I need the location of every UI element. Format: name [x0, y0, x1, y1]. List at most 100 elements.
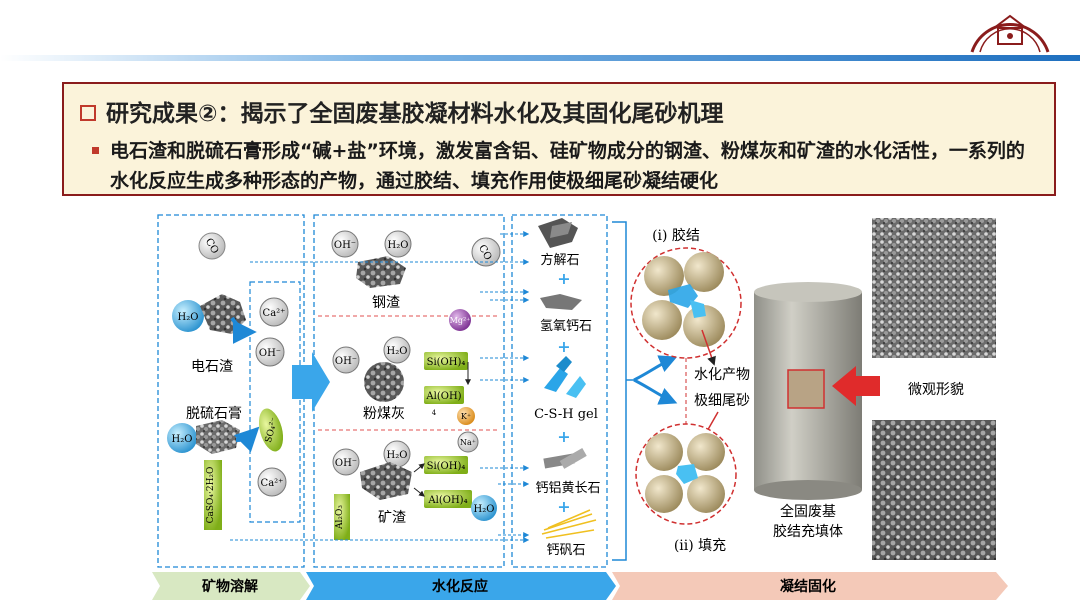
ca-label: Ca²⁺	[263, 308, 286, 319]
gehlenite-crystal	[543, 448, 586, 469]
oh-ion	[256, 338, 284, 366]
micro-arrow	[832, 366, 880, 406]
so4-ion	[255, 406, 288, 454]
filling-label: (ii) 填充	[674, 538, 726, 554]
sem-image-bottom	[872, 420, 996, 560]
checkbox-icon	[80, 105, 96, 121]
h2o-label-h3: H₂O	[387, 450, 408, 461]
hydration-product-label: 水化产物	[694, 367, 750, 383]
finding-body: 电石渣和脱硫石膏形成“碱+盐”环境，激发富含铝、硅矿物成分的钢渣、粉煤灰和矿渣的…	[110, 136, 1040, 196]
carbide-slag-label: 电石渣	[191, 359, 233, 375]
sample-region-marker	[788, 370, 824, 408]
sem-image-top	[872, 218, 996, 358]
ettringite-crystal	[542, 510, 596, 538]
sioh-box-2	[424, 456, 468, 474]
plus-icon: +	[557, 427, 570, 446]
sioh-label-2: Si(OH)₄	[427, 461, 466, 472]
finding-body-text: 电石渣和脱硫石膏形成“碱+盐”环境，激发富含铝、硅矿物成分的钢渣、粉煤灰和矿渣的…	[110, 140, 1025, 192]
micro-morphology-label: 微观形貌	[908, 382, 964, 398]
oh-label-h3: OH⁻	[335, 458, 357, 469]
finding-title: 研究成果②：揭示了全固废基胶凝材料水化及其固化尾砂机理	[80, 94, 723, 128]
h2o-bubble-2	[167, 423, 197, 453]
product-ettringite: 钙矾石	[546, 543, 585, 558]
backfill-cylinder	[754, 282, 862, 500]
co2-label: CO	[203, 237, 220, 256]
finding-title-text: 研究成果②：揭示了全固废基胶凝材料水化及其固化尾砂机理	[106, 101, 723, 127]
ca-ion	[260, 298, 288, 326]
h2o-label-2: H₂O	[172, 434, 193, 445]
gypsum-label: 脱硫石膏	[186, 405, 242, 422]
k-ion	[457, 407, 475, 425]
gypsum-formula-bar	[204, 460, 222, 530]
oh-label-h1: OH⁻	[334, 240, 356, 251]
product-csh-gel: C-S-H gel	[534, 407, 598, 422]
calcite-crystal	[538, 218, 578, 248]
gypsum-particle	[196, 420, 240, 454]
oh-ion-h3	[333, 449, 359, 475]
plus-icon: +	[557, 337, 570, 356]
h2o-ion-h1	[385, 231, 411, 257]
fly-ash-particle	[364, 362, 404, 402]
mg-label: Mg²⁺	[450, 316, 471, 325]
so4-label: SO₄²⁻	[264, 416, 280, 443]
plus-icon: +	[557, 269, 570, 288]
stage-label-hydration: 水化反应	[432, 578, 488, 595]
na-label: Na⁺	[460, 438, 476, 447]
h2o-label-h4: H₂O	[474, 504, 495, 515]
aloh-sub-1: 4	[432, 409, 437, 417]
h2o-label: H₂O	[178, 312, 199, 323]
portlandite-crystal	[540, 294, 582, 310]
cementing-label: (i) 胶结	[652, 227, 700, 244]
mg-ion	[449, 309, 471, 331]
oh-label-h2: OH⁻	[335, 356, 357, 367]
al2o3-label: Al₂O₃	[335, 505, 345, 530]
ca-label-2: Ca²⁺	[261, 478, 284, 489]
aloh-box-1	[424, 386, 464, 404]
university-seal-icon	[968, 2, 1052, 54]
h2o-ion-h4	[471, 495, 497, 521]
aloh-box-2	[424, 490, 472, 508]
fine-tailings-label: 极细尾砂	[694, 393, 750, 409]
csh-gel-shape	[544, 356, 586, 398]
cementing-circle	[631, 248, 741, 358]
plus-icon: +	[557, 497, 570, 516]
steel-slag-label: 钢渣	[372, 295, 400, 311]
oh-ion-h2	[333, 347, 359, 373]
header-gradient-bar	[0, 55, 1080, 61]
h2o-label-h1: H₂O	[388, 240, 409, 251]
backfill-label-2: 胶结充填体	[773, 523, 843, 540]
stage-banner-1	[152, 572, 310, 600]
product-portlandite: 氢氧钙石	[540, 319, 592, 334]
slag-particle	[360, 462, 412, 500]
backfill-label-1: 全固废基	[780, 503, 836, 520]
filling-circle	[636, 424, 736, 524]
steel-slag-particle	[356, 256, 406, 288]
finding-panel: 研究成果②：揭示了全固废基胶凝材料水化及其固化尾砂机理 电石渣和脱硫石膏形成“碱…	[62, 82, 1056, 196]
products-bracket	[612, 222, 626, 560]
co2-bubble-h	[472, 238, 500, 266]
oh-label: OH⁻	[259, 348, 281, 359]
co2-bubble	[199, 233, 225, 259]
stage-arrow-1	[292, 352, 330, 412]
co2-label-h: CO	[476, 243, 493, 262]
h2o-bubble	[172, 300, 204, 332]
oh-ion-h1	[332, 231, 358, 257]
bullet-icon	[92, 147, 99, 154]
stage-banner-2	[306, 572, 616, 600]
fly-ash-label: 粉煤灰	[363, 406, 405, 422]
sioh-box-1	[424, 352, 468, 370]
dissolution-box	[158, 215, 304, 567]
product-gehlenite: 钙铝黄长石	[535, 481, 600, 496]
sioh-label-1: Si(OH)₄	[427, 357, 466, 368]
hydration-box	[314, 215, 504, 567]
k-label: K⁺	[461, 412, 471, 421]
al2o3-bar	[334, 494, 350, 540]
na-ion	[458, 432, 478, 452]
carbide-slag-particle	[200, 294, 246, 334]
cementing-spheres	[642, 252, 725, 347]
gypsum-formula: CaSO₄·2H₂O	[206, 467, 216, 524]
h2o-ion-h2	[384, 337, 410, 363]
h2o-ion-h3	[384, 441, 410, 467]
aloh-label-2: Al(OH)₄	[427, 495, 467, 506]
stage-label-solidification: 凝结固化	[780, 578, 836, 595]
